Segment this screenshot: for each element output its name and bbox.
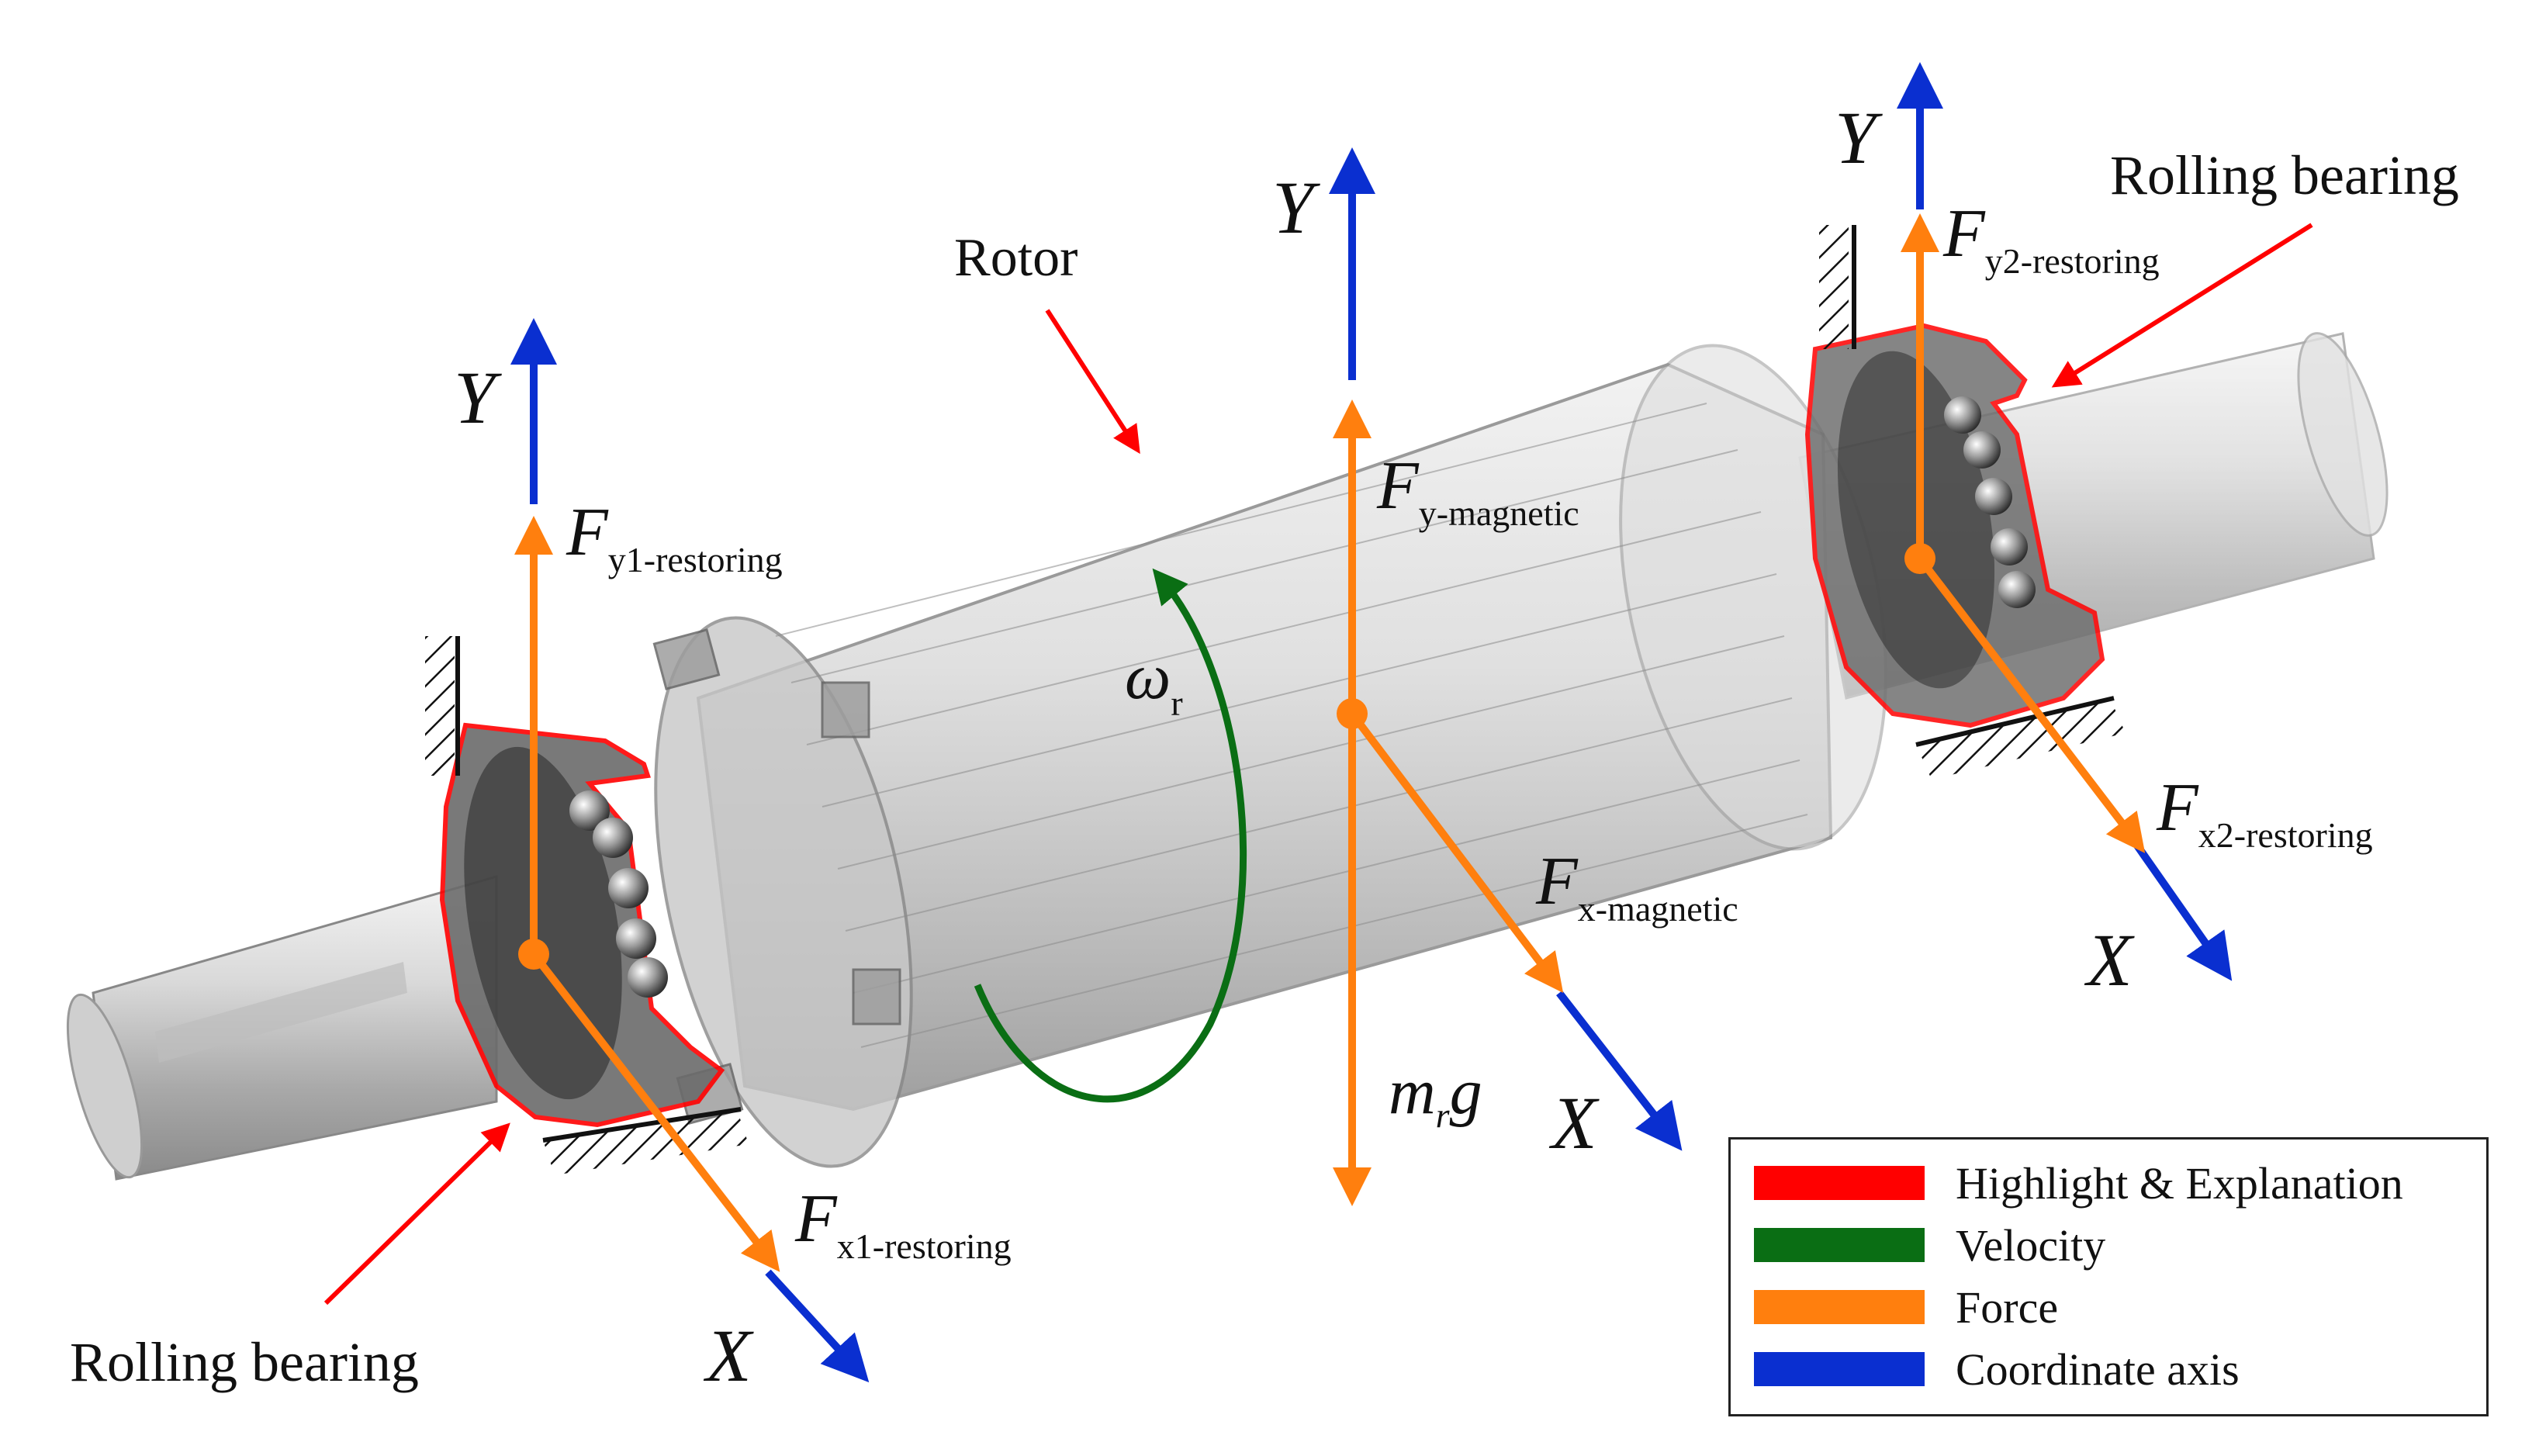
contact-point-right (1904, 543, 1935, 574)
bearing-balls-right (1944, 396, 2036, 608)
y-label-right: Y (1835, 96, 1883, 179)
legend-item-highlight: Highlight & Explanation (1754, 1157, 2403, 1209)
legend: Highlight & Explanation Velocity Force C… (1728, 1137, 2489, 1416)
fx1-label: Fx1-restoring (794, 1181, 1012, 1266)
fy1-label: Fy1-restoring (566, 495, 783, 579)
support-right-wall (1819, 225, 1856, 349)
legend-label-force: Force (1956, 1281, 2059, 1333)
mg-label: mrg (1389, 1056, 1482, 1135)
legend-swatch-orange (1754, 1290, 1925, 1324)
legend-label-velocity: Velocity (1956, 1219, 2106, 1271)
omega-label: ωr (1125, 641, 1183, 723)
x-label-center: X (1548, 1081, 1600, 1164)
legend-swatch-red (1754, 1166, 1925, 1200)
x-axis-center (1556, 990, 1683, 1151)
legend-item-force: Force (1754, 1281, 2059, 1333)
forces-right (1901, 213, 2146, 853)
legend-label-highlight: Highlight & Explanation (1956, 1157, 2403, 1209)
shaft-left (66, 875, 498, 1181)
x-axis-right (2133, 843, 2233, 981)
bearing-right-pointer-arrow (2051, 223, 2313, 388)
support-right-ground (1915, 696, 2126, 780)
x-axis-left (765, 1269, 870, 1383)
centroid-point (1337, 698, 1368, 729)
y-label-center: Y (1272, 166, 1320, 249)
forces-center (1333, 399, 1564, 1206)
x-label-right: X (2084, 918, 2135, 1001)
bearing-left-label: Rolling bearing (70, 1331, 419, 1393)
axis-left (510, 318, 870, 1383)
legend-swatch-green (1754, 1228, 1925, 1262)
legend-label-axis: Coordinate axis (1956, 1344, 2240, 1395)
x-label-left: X (703, 1314, 754, 1397)
angular-velocity-arrow (974, 568, 1247, 1103)
legend-swatch-blue (1754, 1352, 1925, 1386)
fxm-arrow (1349, 711, 1564, 993)
rotor-body (652, 344, 1887, 1168)
rotor-label: Rotor (954, 228, 1078, 288)
fym-label: Fy-magnetic (1376, 448, 1579, 533)
fx2-label: Fx2-restoring (2156, 770, 2373, 855)
legend-item-velocity: Velocity (1754, 1219, 2106, 1271)
axis-right (1897, 62, 2233, 981)
fy2-label: Fy2-restoring (1942, 196, 2160, 281)
support-left-ground (542, 1107, 749, 1175)
contact-point-left (518, 939, 549, 970)
rotor-pointer-arrow (1045, 309, 1140, 455)
bearing-balls-left (569, 790, 668, 998)
fx2-arrow (1917, 555, 2146, 853)
legend-item-axis: Coordinate axis (1754, 1344, 2240, 1395)
forces-left (514, 516, 780, 1272)
y-label-left: Y (454, 356, 502, 439)
axis-center (1329, 147, 1683, 1151)
fx1-arrow (531, 951, 780, 1272)
support-left-wall (425, 636, 460, 776)
fxm-label: Fx-magnetic (1535, 844, 1738, 929)
bearing-left-pointer-arrow (323, 1122, 510, 1306)
bearing-right-label: Rolling bearing (2110, 144, 2459, 206)
